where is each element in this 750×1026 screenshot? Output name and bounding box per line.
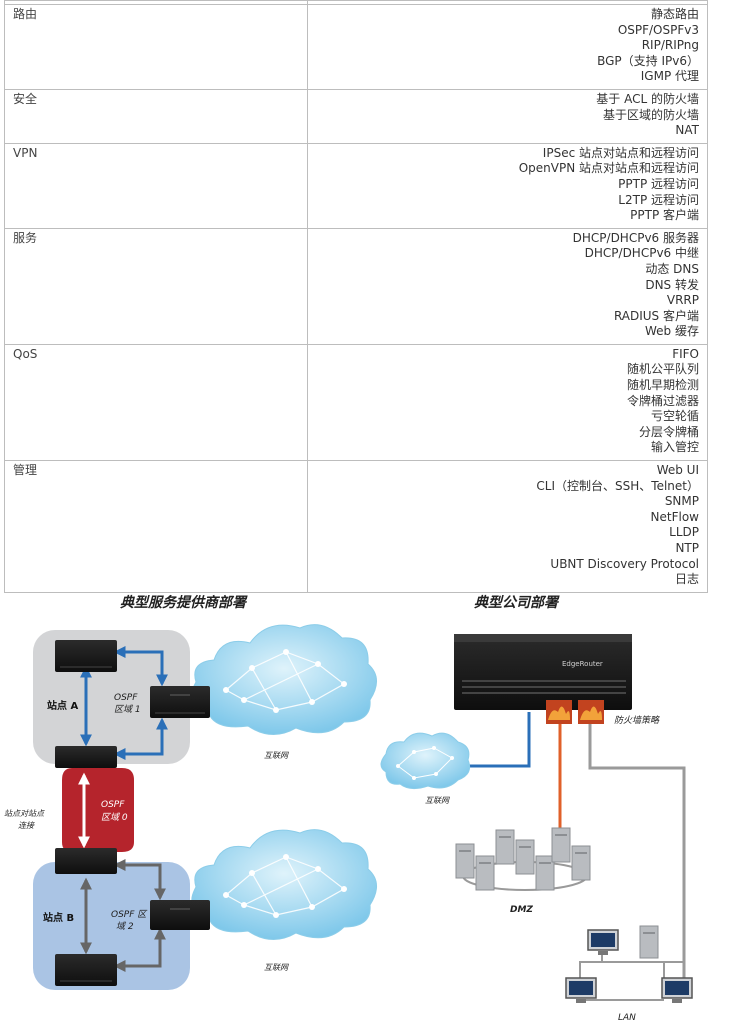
feature-item: 基于 ACL 的防火墙 [596, 91, 699, 106]
feature-item: NetFlow [650, 509, 699, 524]
router-icon [55, 746, 117, 768]
feature-item: 输入管控 [650, 440, 699, 455]
feature-item: SNMP [664, 494, 699, 509]
table-top-cell [307, 0, 708, 5]
feature-item: OSPF/OSPFv3 [617, 22, 699, 37]
feature-item: CLI（控制台、SSH、Telnet） [536, 478, 699, 493]
computer-icon [565, 977, 597, 1003]
feature-item: 令牌桶过滤器 [626, 393, 699, 408]
computer-icon [661, 977, 693, 1003]
firewall-policy-label: 防火墙策略 [614, 715, 660, 726]
feature-item: IGMP 代理 [640, 69, 699, 84]
ospf-area-2-label: OSPF 区 [111, 909, 148, 920]
feature-item: NAT [675, 123, 699, 138]
router-icon [55, 848, 117, 874]
ospf-area-0-label: 区域 0 [101, 812, 128, 823]
edgerouter-icon: EdgeRouter [454, 634, 632, 710]
enterprise-diagram: EdgeRouter 防火墙策略 互联网 [380, 634, 693, 1023]
site-to-site-label: 站点对站点 [4, 809, 45, 818]
feature-item: 静态路由 [650, 7, 699, 21]
feature-item: DNS 转发 [645, 277, 699, 292]
table-top-row [4, 0, 708, 5]
feature-item: BGP（支持 IPv6） [597, 53, 699, 68]
ospf-area-1-label: 区域 1 [114, 704, 141, 715]
category-cell: QoS [4, 343, 308, 462]
feature-item: 动态 DNS [645, 261, 699, 276]
router-icon [55, 954, 117, 986]
router-icon [150, 900, 210, 930]
router-icon [55, 640, 117, 672]
computer-icon [587, 929, 619, 955]
lan-network-icon [579, 954, 684, 1001]
router-brand-label: EdgeRouter [562, 660, 603, 668]
firewall-icon [578, 700, 604, 724]
feature-item: 基于区域的防火墙 [602, 107, 699, 122]
feature-item: PPTP 客户端 [630, 208, 699, 223]
feature-item: 随机公平队列 [626, 362, 699, 377]
feature-item: Web UI [656, 463, 699, 478]
feature-item: RIP/RIPng [641, 38, 699, 53]
category-cell: 服务 [4, 227, 308, 345]
service-provider-diagram: 站点 A OSPF 区域 1 互联网 站点对站点 连接 OSPF 区域 0 站点… [4, 624, 377, 990]
ospf-area-1-label: OSPF [114, 693, 138, 703]
feature-item: DHCP/DHCPv6 中继 [584, 246, 699, 261]
ospf-area-0-label: OSPF [101, 800, 125, 810]
feature-item: IPSec 站点对站点和远程访问 [542, 145, 699, 160]
feature-item: LLDP [669, 525, 699, 540]
site-a-label: 站点 A [47, 699, 78, 712]
site-to-site-label: 连接 [18, 821, 35, 830]
internet-label: 互联网 [264, 751, 289, 760]
ospf-area-2-label: 域 2 [116, 921, 134, 932]
feature-item: 分层令牌桶 [638, 424, 699, 439]
internet-cloud-icon [191, 624, 377, 735]
feature-item: UBNT Discovery Protocol [550, 556, 699, 571]
server-icon [639, 925, 659, 959]
feature-item: RADIUS 客户端 [613, 308, 699, 323]
dmz-servers-icon [455, 827, 591, 891]
internet-label: 互联网 [425, 796, 450, 805]
caption-enterprise: 典型公司部署 [474, 595, 558, 611]
internet-label: 互联网 [264, 963, 289, 972]
internet-cloud-icon [191, 829, 377, 940]
feature-item: Web 缓存 [645, 324, 699, 339]
feature-item: 随机早期检测 [626, 378, 699, 393]
internet-cloud-icon [380, 732, 471, 790]
ospf-area-0-zone [62, 768, 134, 852]
feature-item: VRRP [666, 293, 699, 308]
caption-service-provider: 典型服务提供商部署 [120, 595, 246, 611]
category-cell: 路由 [4, 4, 308, 90]
feature-item: DHCP/DHCPv6 服务器 [572, 230, 699, 245]
feature-item: NTP [675, 541, 699, 555]
feature-item: 日志 [674, 572, 699, 587]
firewall-icon [546, 700, 572, 724]
category-cell: 管理 [4, 460, 308, 593]
feature-item: FIFO [672, 346, 699, 361]
lan-label: LAN [618, 1013, 636, 1023]
dmz-label: DMZ [510, 905, 533, 915]
feature-item: OpenVPN 站点对站点和远程访问 [518, 161, 699, 176]
feature-item: PPTP 远程访问 [618, 176, 699, 191]
router-icon [150, 686, 210, 718]
site-b-label: 站点 B [43, 911, 74, 924]
feature-item: 亏空轮循 [650, 409, 699, 424]
feature-item: L2TP 远程访问 [618, 192, 699, 207]
